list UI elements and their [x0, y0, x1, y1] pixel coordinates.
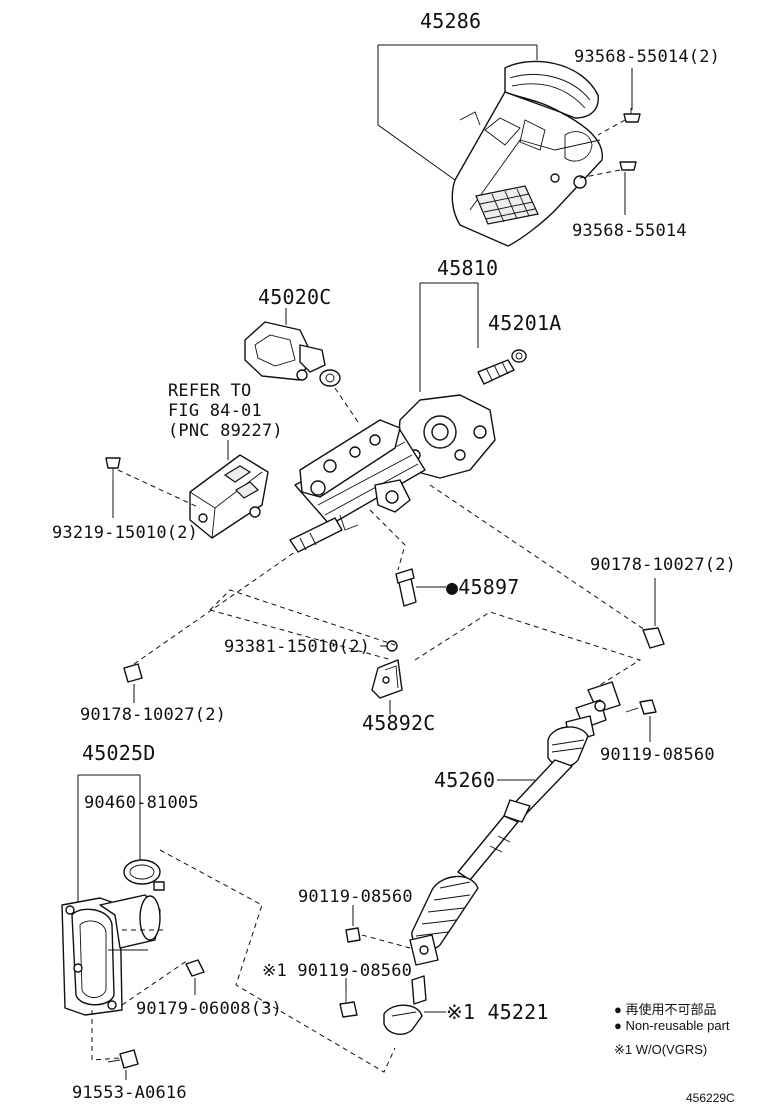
legend: ● 再使用不可部品 ● Non-reusable part ※1 W/O(VGR… — [614, 1002, 730, 1057]
label-45020C: 45020C — [258, 285, 331, 309]
label-93381: 93381-15010(2) — [224, 637, 370, 657]
label-90119-middle: 90119-08560 — [298, 887, 413, 907]
legend-line-jp: ● 再使用不可部品 — [614, 1002, 716, 1017]
label-93568-lower: 93568-55014 — [572, 221, 687, 241]
label-90119-upper: 90119-08560 — [600, 745, 715, 765]
bolt-91553 — [91, 1010, 139, 1080]
nut-90179 — [185, 959, 205, 995]
clip-90178-right — [429, 484, 665, 649]
label-93219: 93219-15010(2) — [52, 523, 198, 543]
hole-cover-45025D — [61, 774, 189, 1016]
label-93568-upper: 93568-55014(2) — [574, 47, 720, 67]
bolt-45897 — [369, 509, 446, 607]
bolt-93219 — [105, 457, 201, 518]
grille — [475, 185, 539, 225]
bracket-45892C — [209, 589, 642, 714]
yoke-45221 — [383, 975, 446, 1035]
label-91553: 91553-A0616 — [72, 1083, 187, 1103]
key-cylinder-45020C — [244, 308, 361, 426]
ecu-89227-ref — [189, 440, 269, 539]
bolt-90119-lower — [339, 978, 358, 1018]
label-90178-left: 90178-10027(2) — [80, 705, 226, 725]
label-45201A: 45201A — [488, 311, 561, 335]
label-90460: 90460-81005 — [84, 793, 199, 813]
legend-line-en: ● Non-reusable part — [614, 1018, 730, 1033]
label-90119-lower: ※1 90119-08560 — [262, 961, 412, 981]
bolt-90119-upper — [625, 699, 657, 742]
clip-90178-left — [123, 551, 296, 703]
label-45286: 45286 — [420, 9, 481, 33]
label-refer-line2: FIG 84-01 — [168, 401, 262, 421]
label-refer-line1: REFER TO — [168, 381, 251, 401]
bolt-90119-middle — [345, 905, 361, 943]
screw-93568-lower — [579, 161, 637, 215]
column-cover-45286 — [377, 44, 603, 247]
steering-column-assy-45810 — [289, 282, 527, 553]
intermediate-shaft-45260 — [361, 681, 621, 966]
label-45810: 45810 — [437, 256, 498, 280]
label-90179: 90179-06008(3) — [136, 999, 282, 1019]
screw-93568-upper — [597, 68, 641, 136]
figure-id: 456229C — [686, 1091, 735, 1105]
label-90178-right: 90178-10027(2) — [590, 555, 736, 575]
label-45221: ※1 45221 — [446, 1000, 549, 1024]
label-refer-line3: (PNC 89227) — [168, 421, 283, 441]
label-45892C: 45892C — [362, 711, 435, 735]
label-45025D: 45025D — [82, 741, 155, 765]
legend-line-note: ※1 W/O(VGRS) — [614, 1042, 707, 1057]
hole-cover-outline — [159, 849, 396, 1073]
label-45260: 45260 — [434, 768, 495, 792]
label-45897: ●45897 — [446, 575, 519, 599]
